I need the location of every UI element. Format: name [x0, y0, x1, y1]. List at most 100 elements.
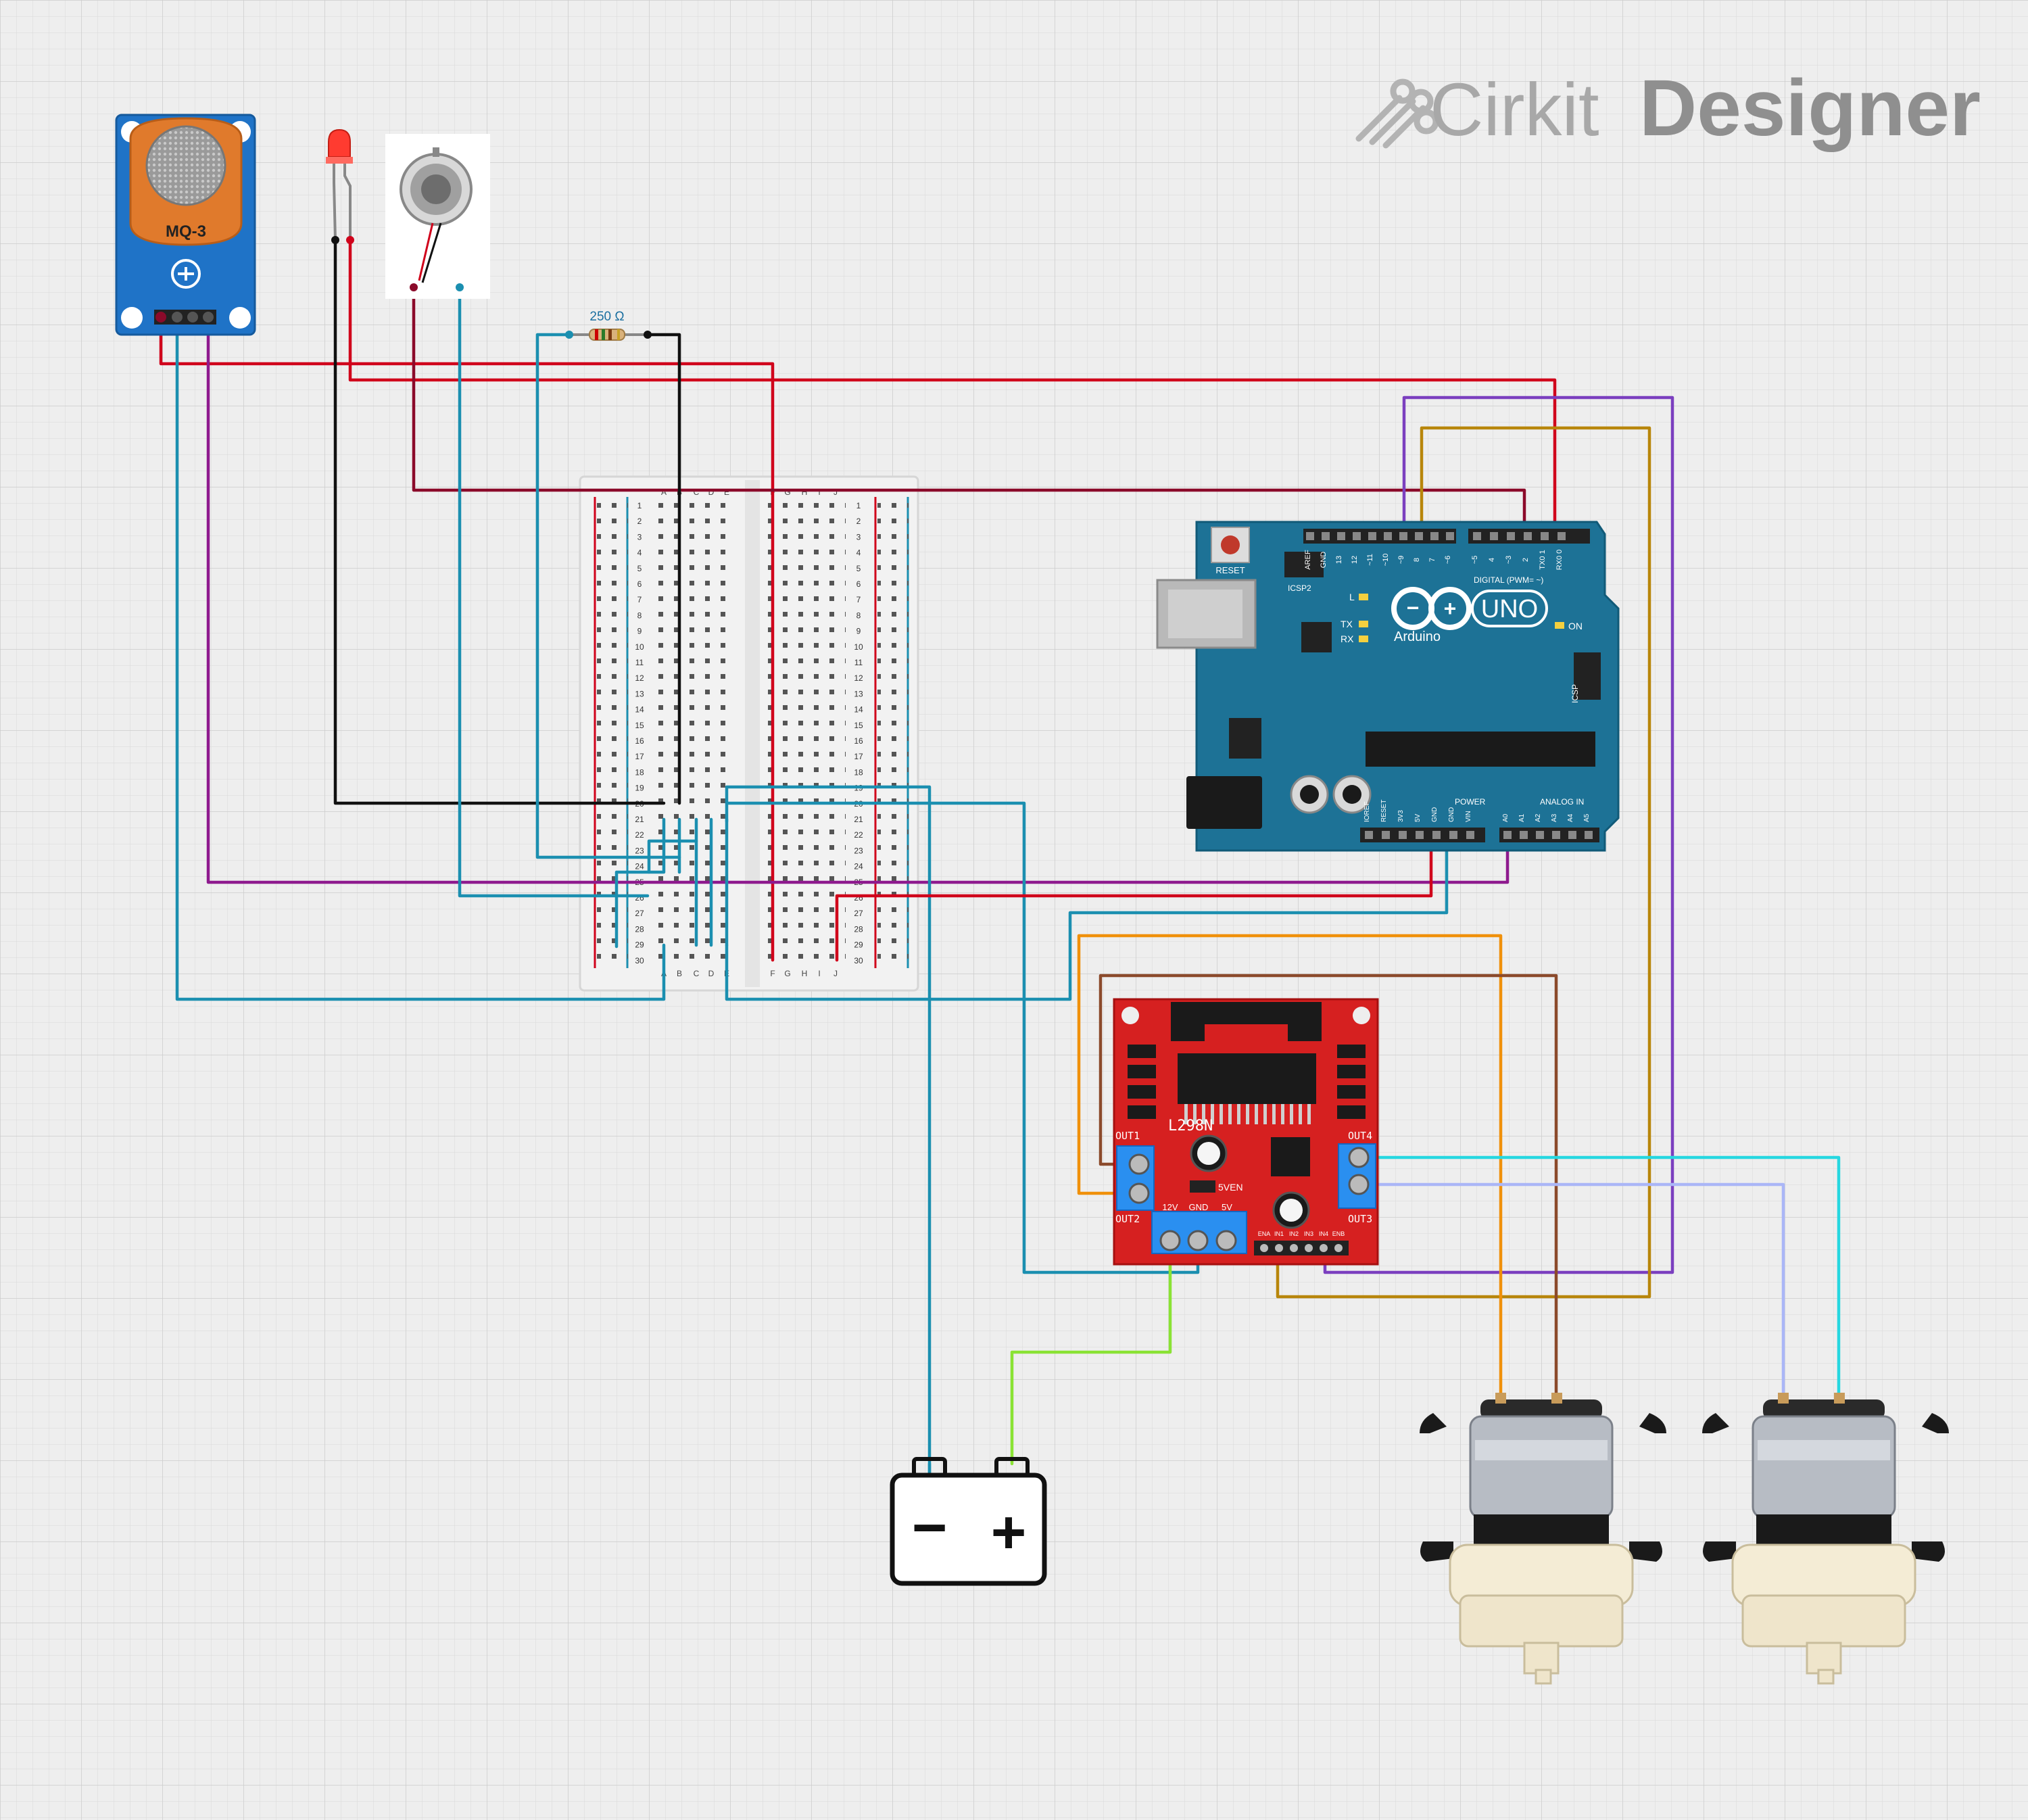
power-pin-socket[interactable] — [1449, 831, 1457, 839]
digital-pin-socket[interactable] — [1524, 532, 1532, 540]
resistor[interactable]: 250 Ω — [565, 310, 652, 341]
digital-pin-socket[interactable] — [1415, 532, 1423, 540]
wire-pin10-ena[interactable] — [1276, 426, 1651, 1299]
wire-mq3-gnd[interactable] — [175, 316, 666, 1001]
pump-terminal[interactable] — [1778, 1393, 1789, 1404]
water-pump-2[interactable] — [1702, 1393, 1949, 1685]
wire-out4-pump2-cyan[interactable] — [1359, 1155, 1841, 1403]
power-pin-socket[interactable] — [1416, 831, 1424, 839]
battery[interactable]: − + — [890, 1457, 1047, 1586]
pump-terminal[interactable] — [1495, 1393, 1506, 1404]
screw-out2[interactable] — [1128, 1182, 1150, 1204]
chip-leg — [1272, 1104, 1276, 1124]
chip-leg — [1220, 1104, 1223, 1124]
wire-bb-jumper-1[interactable] — [614, 817, 666, 949]
analog-pin-socket[interactable] — [1568, 831, 1576, 839]
digital-pin-socket[interactable] — [1322, 532, 1330, 540]
power-pin-socket[interactable] — [1382, 831, 1390, 839]
wire-arduino-5v[interactable] — [835, 833, 1433, 962]
chip-leg — [1246, 1104, 1249, 1124]
wire-buzzer-negative[interactable] — [458, 285, 650, 898]
pump-foot — [1629, 1541, 1662, 1562]
red-led[interactable] — [326, 128, 354, 244]
analog-pin-socket[interactable] — [1536, 831, 1544, 839]
digital-pin-socket[interactable] — [1306, 532, 1314, 540]
wire-bb-jumper-6[interactable] — [647, 839, 698, 874]
digital-pin-socket[interactable] — [1541, 532, 1549, 540]
analog-pin-socket[interactable] — [1503, 831, 1512, 839]
mq3-gas-sensor[interactable]: MQ-3 — [115, 114, 256, 336]
analog-pin-socket[interactable] — [1520, 831, 1528, 839]
wire-mq3-vcc[interactable] — [159, 316, 775, 962]
control-pin[interactable] — [1305, 1244, 1313, 1252]
digital-pin-socket[interactable] — [1430, 532, 1439, 540]
buzzer-pin-negative[interactable] — [456, 283, 464, 291]
wire-arduino-gnd-2[interactable] — [725, 833, 1449, 1001]
mq3-logo-icon-inner — [178, 267, 194, 281]
power-pin-socket[interactable] — [1466, 831, 1474, 839]
control-pin[interactable] — [1260, 1244, 1268, 1252]
digital-pin-socket[interactable] — [1399, 532, 1407, 540]
control-pin[interactable] — [1290, 1244, 1298, 1252]
power-pin-socket[interactable] — [1432, 831, 1441, 839]
wire-pin11-enb[interactable] — [1323, 396, 1674, 1274]
mq3-pin-gnd[interactable] — [172, 312, 183, 322]
analog-pin-socket[interactable] — [1552, 831, 1560, 839]
power-pin-socket[interactable] — [1365, 831, 1373, 839]
screw-out3[interactable] — [1348, 1174, 1370, 1195]
screw-5v[interactable] — [1215, 1230, 1237, 1251]
screw-out1[interactable] — [1128, 1153, 1150, 1175]
digital-pin-socket[interactable] — [1507, 532, 1515, 540]
digital-pin-socket[interactable] — [1384, 532, 1392, 540]
digital-pin-socket[interactable] — [1353, 532, 1361, 540]
wire-buzzer-positive[interactable] — [412, 285, 1526, 537]
mq3-pin-do[interactable] — [187, 312, 198, 322]
led-pin-anode[interactable] — [346, 236, 354, 244]
control-pin[interactable] — [1275, 1244, 1283, 1252]
atmega-chip — [1366, 732, 1595, 767]
mq3-label: MQ-3 — [166, 222, 206, 241]
digital-pin-socket[interactable] — [1558, 532, 1566, 540]
analog-pin-socket[interactable] — [1585, 831, 1593, 839]
wire-mq3-a0[interactable] — [206, 316, 1510, 884]
resistor-pin-1[interactable] — [565, 331, 573, 339]
digital-pin-socket[interactable] — [1473, 532, 1481, 540]
pump-terminal[interactable] — [1551, 1393, 1562, 1404]
screw-out4[interactable] — [1348, 1147, 1370, 1168]
pump-terminal[interactable] — [1834, 1393, 1845, 1404]
chip-leg — [1184, 1104, 1188, 1124]
wire-l298n-gnd[interactable] — [725, 801, 1200, 1274]
led-pin-cathode[interactable] — [331, 236, 339, 244]
row-number: 8 — [856, 610, 861, 620]
wire-resistor-right[interactable] — [646, 333, 681, 805]
water-pump-1[interactable] — [1420, 1393, 1666, 1685]
wire-battery-positive[interactable] — [1010, 1257, 1172, 1466]
screw-12v[interactable] — [1159, 1230, 1181, 1251]
mq3-pin-vcc[interactable] — [155, 312, 166, 322]
control-pin[interactable] — [1334, 1244, 1343, 1252]
wire-resistor-left[interactable] — [535, 333, 681, 859]
wire-led-anode[interactable] — [348, 238, 1557, 537]
digital-pin-socket[interactable] — [1446, 532, 1454, 540]
reset-button[interactable] — [1221, 535, 1240, 554]
control-pin[interactable] — [1320, 1244, 1328, 1252]
wire-out4-pump2-lavender[interactable] — [1359, 1182, 1785, 1403]
l298n-jumper — [1190, 1180, 1215, 1193]
wire-out1-pump1-orange[interactable] — [1077, 934, 1503, 1403]
mq3-pin-ao[interactable] — [203, 312, 214, 322]
digital-pin-socket[interactable] — [1368, 532, 1376, 540]
row-number: 17 — [854, 752, 863, 761]
screw-gnd[interactable] — [1187, 1230, 1209, 1251]
digital-pin-socket[interactable] — [1337, 532, 1345, 540]
wire-led-cathode[interactable] — [333, 238, 666, 805]
buzzer[interactable] — [385, 134, 490, 299]
digital-pin-socket[interactable] — [1490, 532, 1498, 540]
resistor-pin-2[interactable] — [644, 331, 652, 339]
buzzer-pin-positive[interactable] — [410, 283, 418, 291]
power-pin-socket[interactable] — [1399, 831, 1407, 839]
row-number: 6 — [637, 579, 642, 589]
